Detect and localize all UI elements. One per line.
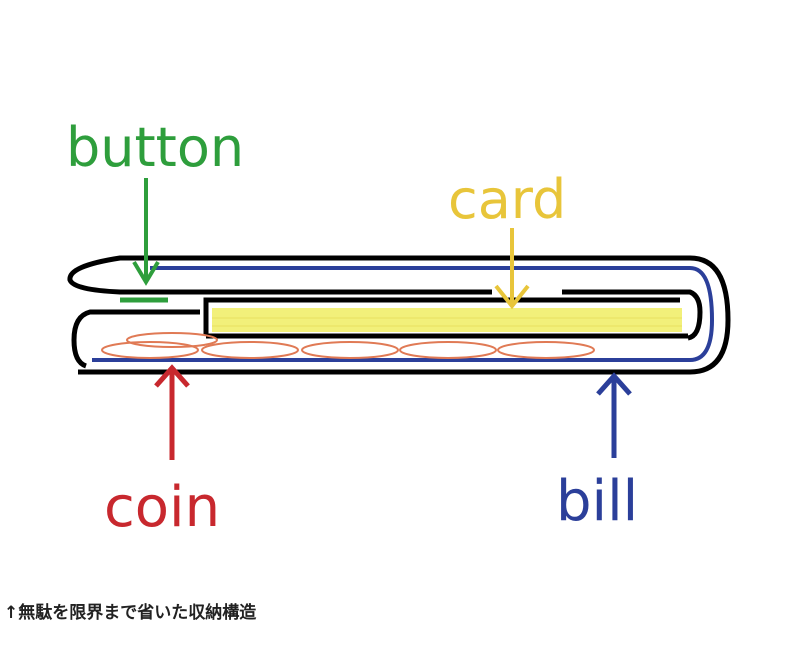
label-card: card	[448, 168, 566, 231]
coin-shape	[201, 341, 299, 359]
coin-shape	[126, 332, 218, 348]
coin-pocket-outline	[71, 309, 200, 369]
wallet-cross-section-diagram: button card coin bill	[66, 116, 731, 540]
bill-arrow	[596, 372, 632, 458]
label-bill: bill	[556, 469, 638, 534]
coin-shape	[497, 341, 595, 359]
coin-arrow	[154, 364, 190, 460]
label-button: button	[66, 116, 244, 179]
coin-shape	[399, 341, 497, 359]
diagram-caption: ↑無駄を限界まで省いた収納構造	[4, 603, 257, 623]
wallet-outer-shell	[67, 255, 731, 375]
button-arrow	[132, 178, 160, 286]
card-shape	[212, 308, 682, 332]
card-slot-outline	[203, 297, 680, 336]
label-coin: coin	[104, 475, 220, 540]
bill-line	[92, 266, 715, 362]
coin-shape	[101, 341, 199, 359]
card-arrow	[494, 228, 530, 310]
coin-shape	[301, 341, 399, 359]
coins-group	[101, 332, 595, 359]
